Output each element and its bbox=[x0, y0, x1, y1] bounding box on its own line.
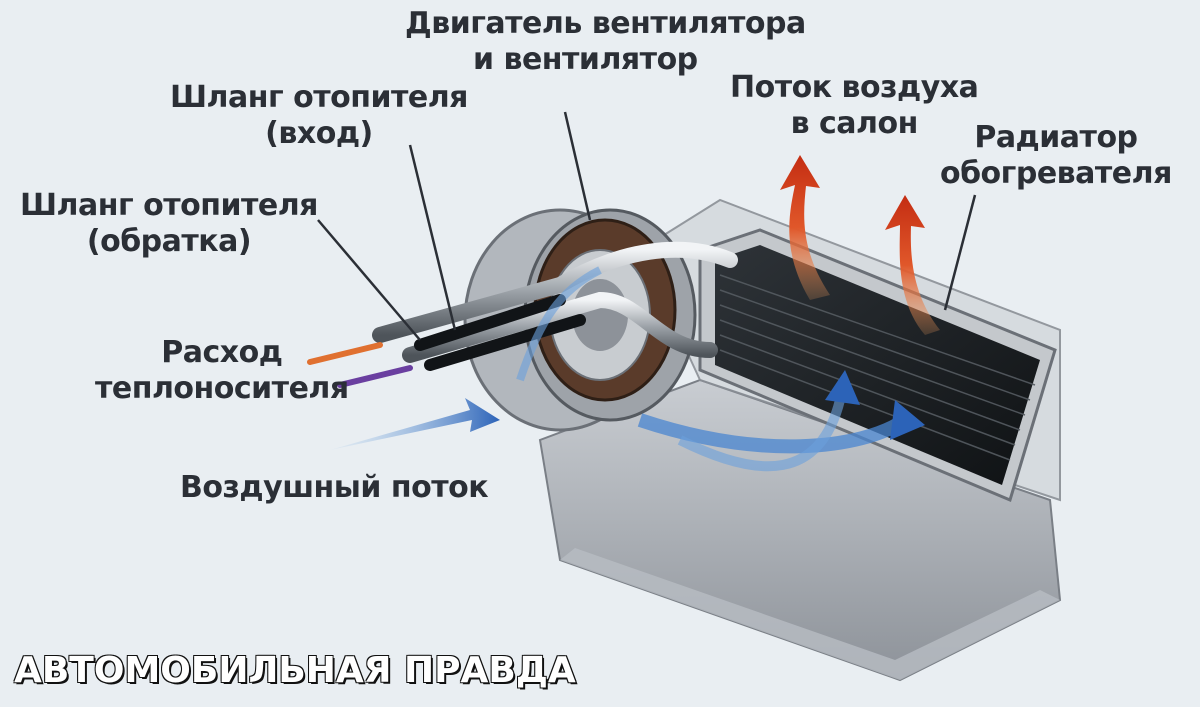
label-hose-return: Шланг отопителя (обратка) bbox=[20, 188, 318, 259]
label-fan-motor: Двигатель вентилятора и вентилятор bbox=[405, 6, 806, 77]
heater-pipes bbox=[372, 241, 738, 371]
radiator-core bbox=[698, 228, 1057, 503]
label-air-flow: Воздушный поток bbox=[180, 470, 489, 505]
label-coolant-flow: Расход теплоносителя bbox=[95, 335, 349, 406]
label-airflow-cabin: Поток воздуха в салон bbox=[730, 70, 979, 141]
hot-air-arrow-2 bbox=[885, 195, 940, 335]
hot-air-arrow-1 bbox=[780, 155, 830, 300]
coolant-in-indicator bbox=[307, 342, 383, 365]
air-inlet-arrow bbox=[330, 398, 500, 450]
air-flow-arrow-1 bbox=[637, 413, 909, 454]
air-flow-arrow-2 bbox=[677, 398, 845, 472]
label-hose-inlet: Шланг отопителя (вход) bbox=[170, 80, 468, 151]
coolant-out-indicator bbox=[337, 365, 413, 388]
watermark: АВТОМОБИЛЬНАЯ ПРАВДА bbox=[14, 650, 576, 691]
leader-lines bbox=[317, 111, 977, 341]
label-radiator: Радиатор обогревателя bbox=[940, 120, 1172, 191]
